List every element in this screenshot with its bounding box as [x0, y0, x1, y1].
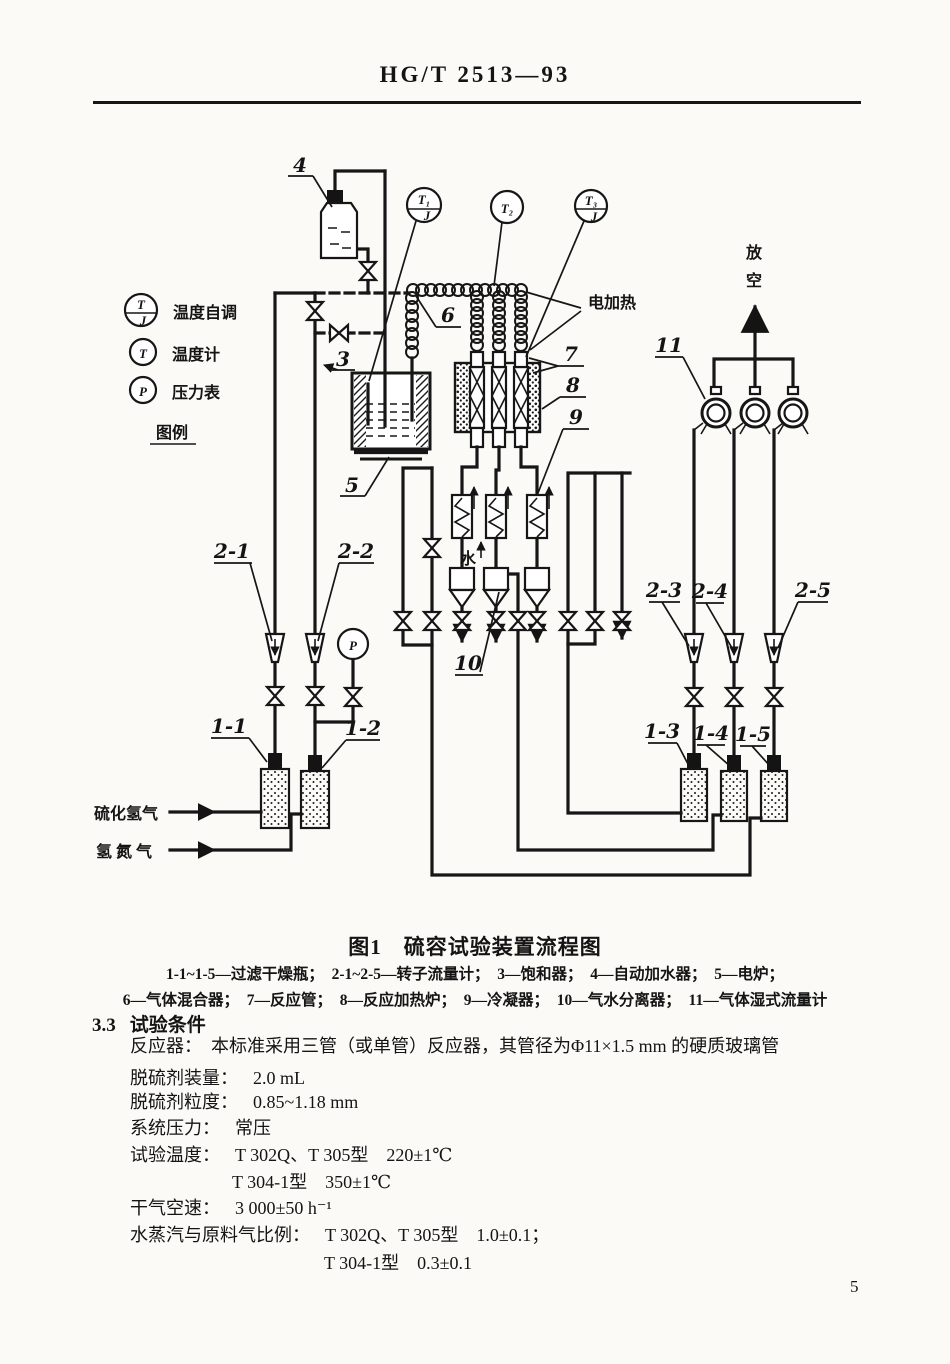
electric-furnace: [354, 449, 428, 461]
number-labels: 4 3 5 6 7 8 9 10 11 2-1 2-2 2-3 2-4 2-5 …: [211, 153, 831, 746]
h2s-inlet-label: 硫化氢气: [94, 804, 158, 823]
svg-text:压力表: 压力表: [172, 383, 221, 402]
condition-line: 脱硫剂装量：2.0 mL: [130, 1068, 305, 1088]
pipework: [168, 169, 795, 877]
header-rule: [93, 101, 861, 104]
svg-text:9: 9: [569, 405, 583, 429]
svg-text:2-1: 2-1: [213, 539, 250, 563]
water-label: 水: [460, 549, 477, 568]
meter-connectors: [693, 422, 784, 431]
flow-arrows: [194, 486, 554, 859]
annotations: 电加热 放 空 水 硫化氢气 氢 氮 气: [94, 243, 763, 861]
svg-text:1-5: 1-5: [735, 722, 771, 746]
instrument-t1: T₁ J: [405, 186, 443, 224]
section-number: 3.3: [92, 1015, 116, 1036]
pressure-gauge: P: [336, 627, 370, 661]
svg-text:2-4: 2-4: [691, 579, 728, 603]
electric-heating-label: 电加热: [588, 293, 636, 312]
svg-text:2-2: 2-2: [337, 539, 374, 563]
svg-text:T₃: T₃: [585, 193, 597, 208]
condition-line: 系统压力：常压: [130, 1118, 271, 1138]
figure-caption: 图1 硫容试验装置流程图: [348, 935, 602, 959]
condition-line: 反应器：本标准采用三管（或单管）反应器，其管径为Φ11×1.5 mm 的硬质玻璃…: [130, 1036, 780, 1056]
leader-lines: [211, 175, 828, 769]
valves: [264, 260, 785, 708]
svg-text:P: P: [139, 384, 148, 399]
figure-legend-line-2: 6—气体混合器； 7—反应管； 8—反应加热炉； 9—冷凝器； 10—气水分离器…: [122, 992, 828, 1009]
svg-text:1-1: 1-1: [211, 714, 247, 738]
svg-text:5: 5: [345, 473, 359, 497]
svg-text:6: 6: [441, 303, 455, 327]
condition-line: T 304-1型 0.3±0.1: [324, 1253, 473, 1273]
svg-text:8: 8: [565, 373, 580, 397]
svg-text:温度自调: 温度自调: [172, 303, 237, 322]
condition-line: 水蒸汽与原料气比例：T 302Q、T 305型 1.0±0.1；: [130, 1225, 550, 1245]
svg-text:1-2: 1-2: [345, 716, 381, 740]
wet-flow-meters: [700, 385, 809, 435]
svg-text:1-3: 1-3: [644, 719, 680, 743]
flow-diagram: T₁ J T₂ T₃ J P T J 温度自调 T 温度计 P 压力表 图例 4…: [94, 153, 831, 877]
heating-coils: [405, 283, 528, 359]
standard-code: HG/T 2513—93: [379, 62, 571, 87]
filter-bottles: [259, 753, 789, 830]
svg-text:温度计: 温度计: [171, 345, 220, 364]
instrument-t2: T₂: [489, 189, 525, 225]
svg-text:4: 4: [293, 153, 307, 177]
figure-legend-line-1: 1-1~1-5—过滤干燥瓶； 2-1~2-5—转子流量计； 3—饱和器； 4—自…: [165, 966, 785, 983]
svg-text:2-5: 2-5: [794, 578, 831, 602]
svg-text:11: 11: [655, 333, 683, 357]
condition-line: T 304-1型 350±1℃: [232, 1172, 392, 1192]
svg-text:J: J: [423, 208, 431, 223]
condensers: [450, 493, 549, 540]
svg-text:J: J: [590, 209, 598, 224]
rotameters: [264, 632, 785, 664]
svg-text:J: J: [139, 313, 147, 328]
section-title: 试验条件: [129, 1015, 206, 1036]
reactor-tubes: [468, 350, 530, 449]
svg-text:T: T: [139, 346, 148, 361]
svg-text:T₁: T₁: [418, 192, 430, 207]
vent-label-1: 放: [745, 243, 763, 262]
svg-text:2-3: 2-3: [645, 578, 682, 602]
vent-label-2: 空: [746, 271, 762, 290]
svg-text:10: 10: [454, 651, 482, 675]
section-heading: 3.3 试验条件: [92, 1010, 206, 1037]
svg-text:3: 3: [336, 347, 350, 371]
svg-text:T: T: [137, 297, 146, 312]
h2n2-inlet-label: 氢 氮 气: [96, 842, 152, 861]
separators: [447, 566, 552, 609]
condition-line: 干气空速：3 000±50 h⁻¹: [130, 1198, 332, 1218]
water-feeder-bottle: [319, 190, 359, 260]
svg-text:1-4: 1-4: [693, 721, 729, 745]
svg-text:图例: 图例: [156, 423, 188, 442]
condition-line: 脱硫剂粒度：0.85~1.18 mm: [130, 1092, 359, 1112]
symbol-legend: T J 温度自调 T 温度计 P 压力表 图例: [123, 292, 237, 445]
condition-line: 试验温度：T 302Q、T 305型 220±1℃: [130, 1145, 453, 1165]
svg-text:7: 7: [564, 342, 578, 366]
svg-text:P: P: [349, 638, 358, 653]
instrument-t3: T₃ J: [573, 188, 609, 224]
svg-text:T₂: T₂: [501, 201, 513, 216]
page-number: 5: [850, 1277, 859, 1296]
saturator: [350, 371, 432, 451]
